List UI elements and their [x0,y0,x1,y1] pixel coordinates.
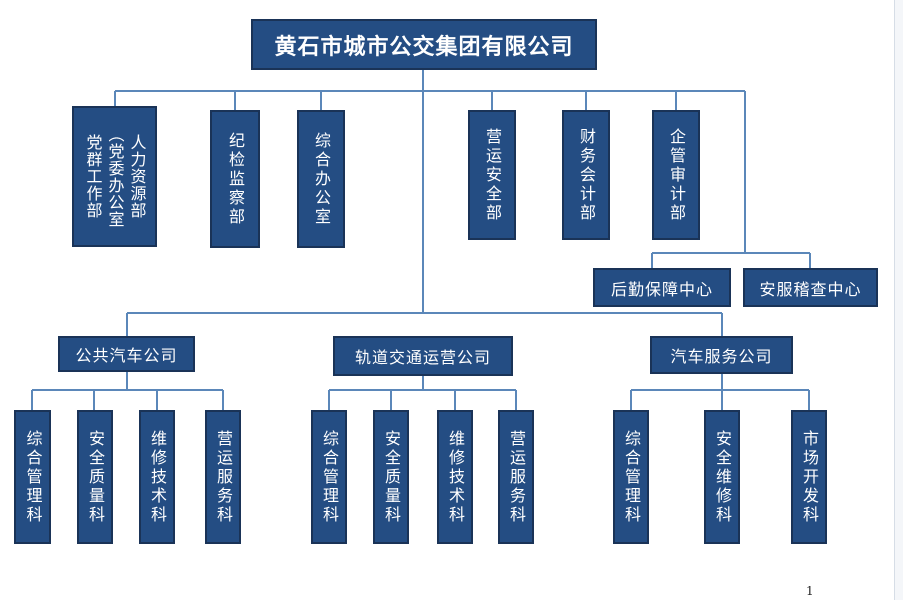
bus-section-admin-box: 综合管理科 [14,410,51,544]
dept-hr-box: 人力资源部 （党委办公室 党群工作部 [72,106,157,247]
bus-section-admin-label: 综合管理科 [23,429,43,525]
company-service-label: 汽车服务公司 [670,347,773,366]
dept-hr-line1: 人力资源部 [127,134,147,219]
dept-general-office-box: 综合办公室 [297,110,345,248]
center-safety-inspection-label: 安服稽查中心 [759,279,862,299]
rail-section-safety-label: 安全质量科 [382,429,401,525]
dept-hr-line3: 党群工作部 [83,134,103,219]
bus-section-service-box: 营运服务科 [205,410,241,544]
bus-section-maintenance-label: 维修技术科 [148,429,167,525]
root-company-box: 黄石市城市公交集团有限公司 [251,19,597,70]
service-section-market-box: 市场开发科 [791,410,827,544]
service-section-safety-box: 安全维修科 [704,410,740,544]
dept-audit-label: 企管审计部 [667,127,686,223]
bus-section-safety-box: 安全质量科 [77,410,113,544]
center-safety-inspection-box: 安服稽查中心 [743,268,878,307]
root-company-label: 黄石市城市公交集团有限公司 [274,34,574,60]
bus-section-maintenance-box: 维修技术科 [139,410,175,544]
dept-safety-ops-box: 营运安全部 [468,110,516,240]
dept-audit-box: 企管审计部 [652,110,700,240]
dept-discipline-label: 纪检监察部 [226,131,245,227]
rail-section-maintenance-box: 维修技术科 [437,410,473,544]
service-section-admin-label: 综合管理科 [622,429,641,525]
company-rail-label: 轨道交通运营公司 [354,348,491,367]
dept-general-office-label: 综合办公室 [312,131,331,227]
bus-section-safety-label: 安全质量科 [86,429,105,525]
rail-section-maintenance-label: 维修技术科 [446,429,465,525]
dept-finance-label: 财务会计部 [577,127,596,223]
window-edge [894,0,903,600]
company-rail-box: 轨道交通运营公司 [333,336,513,376]
center-logistics-label: 后勤保障中心 [610,279,713,299]
rail-section-service-box: 营运服务科 [498,410,534,544]
rail-section-safety-box: 安全质量科 [373,410,409,544]
company-bus-label: 公共汽车公司 [75,346,178,365]
service-section-safety-label: 安全维修科 [713,429,732,525]
company-bus-box: 公共汽车公司 [58,336,195,372]
bus-section-service-label: 营运服务科 [214,429,233,525]
dept-safety-ops-label: 营运安全部 [483,127,502,223]
dept-finance-box: 财务会计部 [562,110,610,240]
service-section-market-label: 市场开发科 [800,429,819,525]
service-section-admin-box: 综合管理科 [613,410,649,544]
rail-section-service-label: 营运服务科 [507,429,526,525]
company-service-box: 汽车服务公司 [650,336,793,374]
rail-section-admin-label: 综合管理科 [320,429,339,525]
dept-discipline-box: 纪检监察部 [210,110,260,248]
rail-section-admin-box: 综合管理科 [311,410,347,544]
dept-hr-line2: （党委办公室 [105,125,125,228]
center-logistics-box: 后勤保障中心 [593,268,731,307]
page-number: 1 [806,584,814,598]
